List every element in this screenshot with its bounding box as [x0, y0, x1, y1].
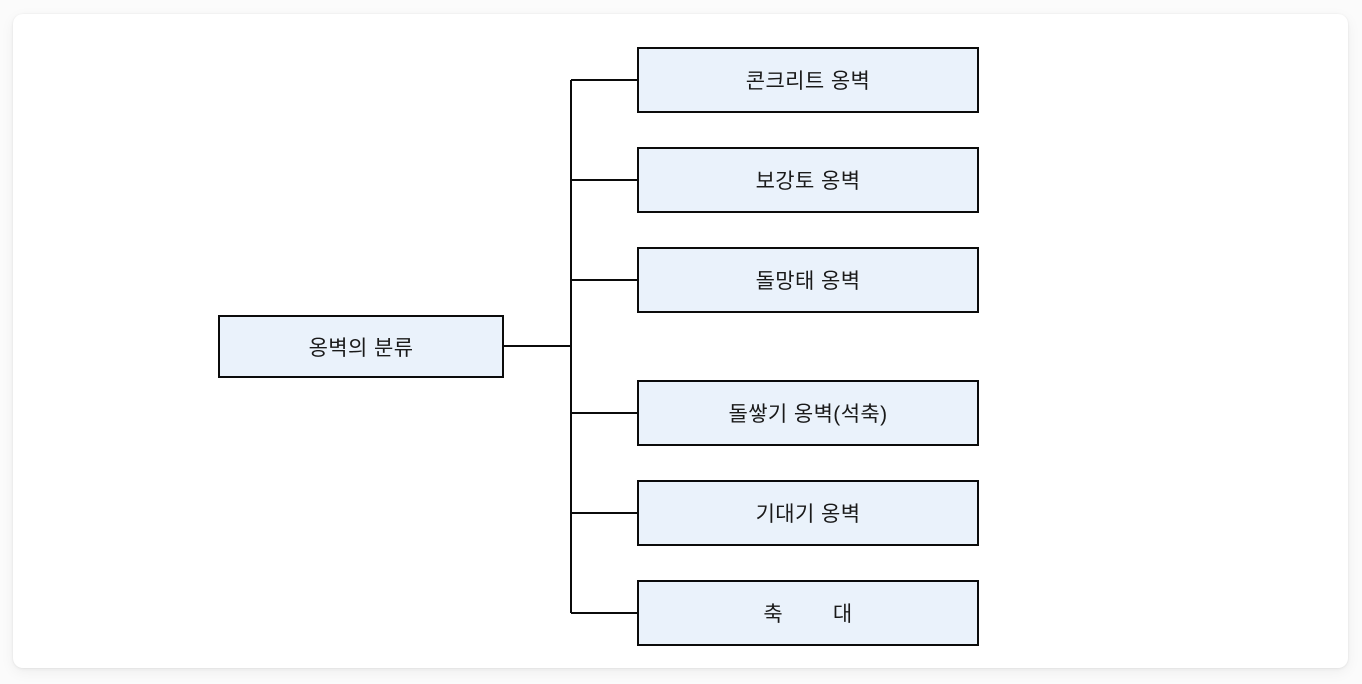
- node-child-gabion-wall[interactable]: 돌망태 옹벽: [637, 247, 979, 313]
- node-child-concrete-wall[interactable]: 콘크리트 옹벽: [637, 47, 979, 113]
- node-child-stone-masonry-wall[interactable]: 돌쌓기 옹벽(석축): [637, 380, 979, 446]
- node-child-reinforced-soil-wall[interactable]: 보강토 옹벽: [637, 147, 979, 213]
- node-child-label: 돌쌓기 옹벽(석축): [728, 403, 888, 426]
- node-root-label: 옹벽의 분류: [308, 336, 414, 360]
- node-child-leaning-wall[interactable]: 기대기 옹벽: [637, 480, 979, 546]
- node-child-label: 콘크리트 옹벽: [745, 70, 871, 93]
- node-child-embankment[interactable]: 축 대: [637, 580, 979, 646]
- node-root[interactable]: 옹벽의 분류: [218, 315, 504, 378]
- node-child-label: 보강토 옹벽: [755, 170, 861, 193]
- node-child-label: 축 대: [763, 603, 853, 626]
- node-child-label: 기대기 옹벽: [755, 503, 861, 526]
- node-child-label: 돌망태 옹벽: [755, 270, 861, 293]
